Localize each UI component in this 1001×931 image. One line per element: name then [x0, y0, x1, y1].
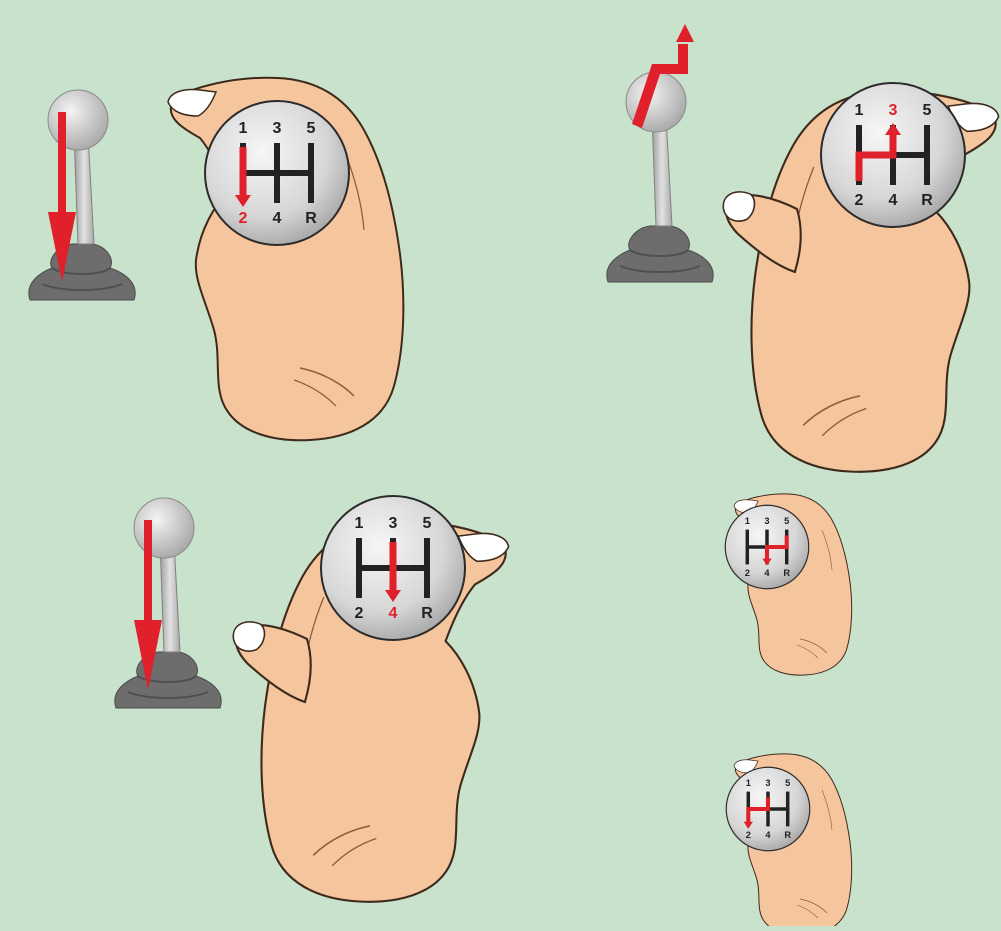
- gear-label-R: R: [784, 830, 791, 840]
- lever-arrow-head: [676, 24, 694, 42]
- gear-label-2: 2: [746, 830, 751, 840]
- gear-label-2: 2: [239, 210, 248, 227]
- gear-label-5: 5: [423, 515, 432, 532]
- gear-label-2: 2: [355, 605, 364, 622]
- gear-label-5: 5: [784, 516, 789, 526]
- gear-label-5: 5: [785, 778, 790, 788]
- lever-arrow-shaft: [58, 112, 66, 222]
- gear-label-R: R: [305, 210, 317, 227]
- gear-label-R: R: [783, 568, 790, 578]
- gear-label-5: 5: [307, 120, 316, 137]
- lever-shift-to-2: [29, 90, 135, 300]
- gear-label-1: 1: [855, 102, 864, 119]
- gear-label-1: 1: [355, 515, 364, 532]
- gear-label-4: 4: [764, 568, 770, 578]
- gear-label-R: R: [921, 192, 933, 209]
- gear-label-2: 2: [855, 192, 864, 209]
- gear-label-5: 5: [923, 102, 932, 119]
- knob-shift-to-3: 1 3 5 2 4 R: [821, 83, 965, 227]
- gear-label-1: 1: [746, 778, 751, 788]
- knob-shift-to-2: 1 3 5 2 4 R: [205, 101, 349, 245]
- gear-label-4: 4: [889, 192, 898, 209]
- knob-shift-to-4: 1 3 5 2 4 R: [321, 496, 465, 640]
- thumb-nail: [233, 622, 264, 651]
- gear-label-2: 2: [745, 568, 750, 578]
- knob-shift-5-to-4: 1 3 5 2 4 R: [725, 505, 809, 589]
- lever-shift-to-3: [607, 72, 713, 282]
- gear-label-R: R: [421, 605, 433, 622]
- knob-shift-3-to-2: 1 3 5 2 4 R: [726, 767, 810, 851]
- lever-shift-to-4: [115, 498, 221, 708]
- gear-label-1: 1: [745, 516, 750, 526]
- gear-label-4: 4: [389, 605, 398, 622]
- lever-arrow-shaft: [144, 520, 152, 630]
- gear-label-3: 3: [889, 102, 898, 119]
- gear-label-4: 4: [273, 210, 282, 227]
- gear-label-4: 4: [765, 830, 771, 840]
- gear-label-3: 3: [765, 778, 770, 788]
- gear-label-3: 3: [389, 515, 398, 532]
- gear-label-3: 3: [273, 120, 282, 137]
- gear-label-3: 3: [764, 516, 769, 526]
- gear-label-1: 1: [239, 120, 248, 137]
- thumb-nail: [723, 192, 754, 221]
